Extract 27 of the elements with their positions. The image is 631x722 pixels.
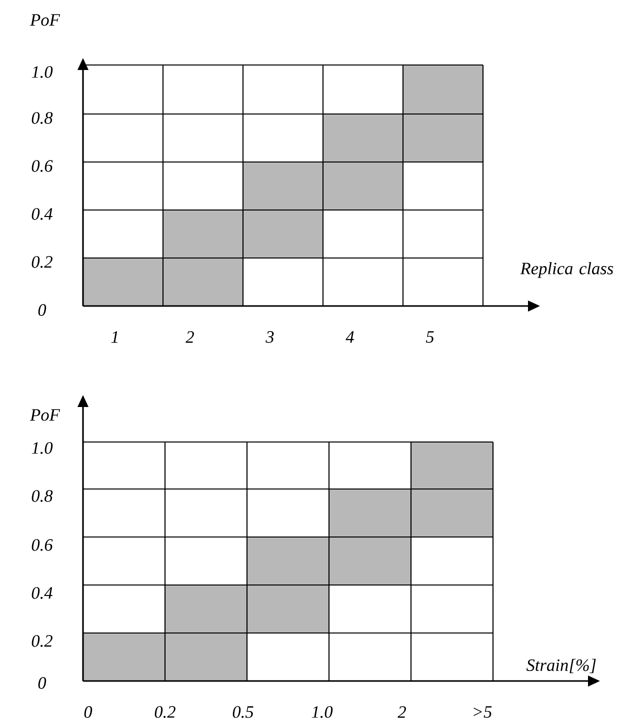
tick-label: 0.2 <box>154 706 176 718</box>
tick-label: 0.8 <box>32 490 53 502</box>
tick-label: 0.4 <box>32 587 52 599</box>
tick-label: 0.5 <box>232 706 254 718</box>
tick-label: 0.6 <box>32 539 53 551</box>
tick-label: 2 <box>186 331 194 343</box>
tick-label: 1.0 <box>312 706 333 718</box>
tick-label: 5 <box>426 331 434 343</box>
tick-label: 0.2 <box>32 256 52 268</box>
axis-title: Strain[%] <box>526 658 596 674</box>
tick-label: 0 <box>38 677 46 689</box>
tick-label: 4 <box>346 331 354 343</box>
axis-title: Replica class <box>520 262 614 278</box>
tick-label: 0.2 <box>32 635 52 647</box>
tick-label: 0.8 <box>32 112 53 124</box>
tick-label: 0 <box>38 304 46 316</box>
tick-label: 0.4 <box>32 208 52 220</box>
tick-label: 2 <box>398 706 406 718</box>
tick-label: >5 <box>474 706 492 718</box>
tick-label: 3 <box>266 331 274 343</box>
tick-label: 1 <box>111 331 118 343</box>
tick-label: 1.0 <box>32 66 53 78</box>
tick-label: 1.0 <box>32 442 53 454</box>
axis-title: PoF <box>30 409 60 421</box>
tick-label: 0.6 <box>32 160 53 172</box>
tick-label: 0 <box>84 706 92 718</box>
axis-title: PoF <box>30 14 60 26</box>
